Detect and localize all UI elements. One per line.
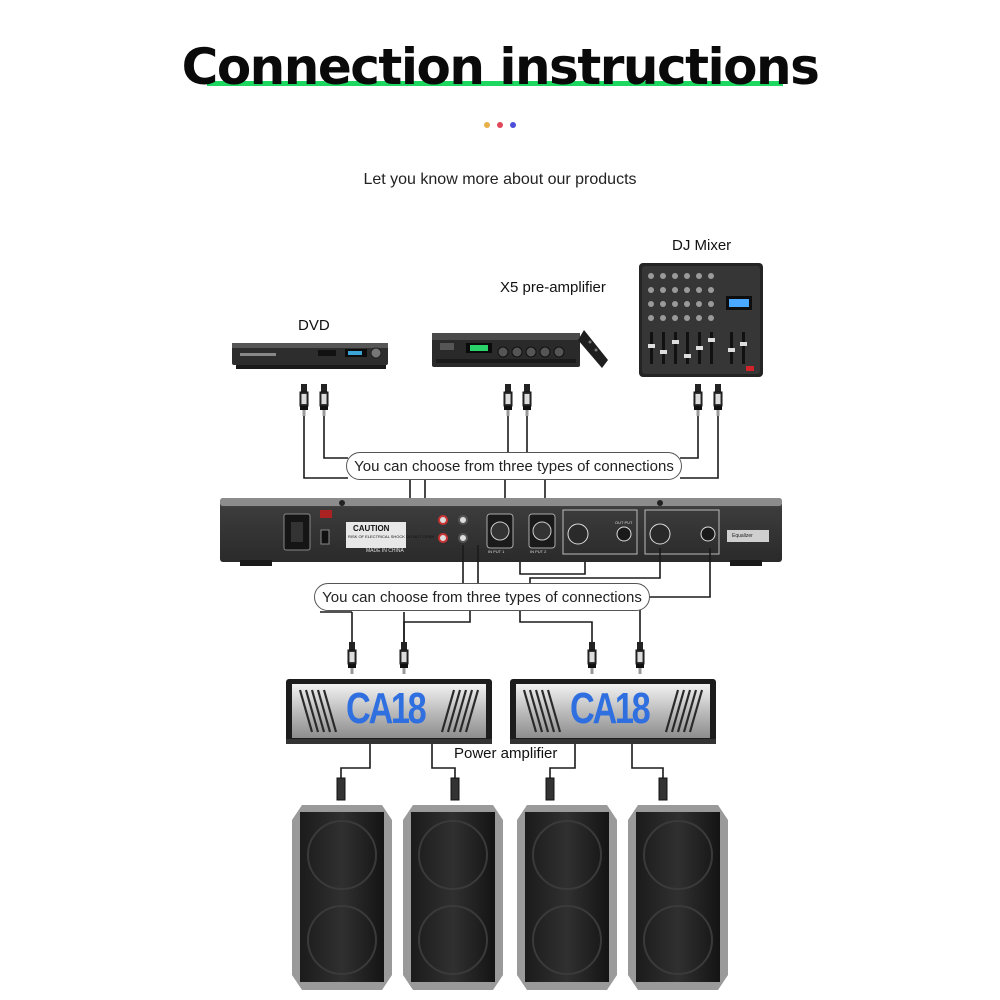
preamp-label: X5 pre-amplifier <box>500 279 606 296</box>
caution-label: CAUTION <box>353 524 390 533</box>
speaker-4 <box>628 805 728 990</box>
speaker-cables <box>340 744 664 780</box>
dj-mixer <box>639 263 763 377</box>
amplifier-2-model: CA18 <box>570 684 651 733</box>
speaker-1 <box>292 805 392 990</box>
speaker-2 <box>403 805 503 990</box>
source-rca-connectors <box>299 383 723 417</box>
amplifier-rca-connectors <box>347 641 645 675</box>
page-title: Connection instructions <box>181 38 820 96</box>
made-in-label: MADE IN CHINA <box>366 548 404 554</box>
amplifier-1-model: CA18 <box>346 684 427 733</box>
dvd-label: DVD <box>298 317 330 334</box>
decor-dot-blue <box>510 122 516 128</box>
decor-dot-red <box>497 122 503 128</box>
equalizer-rear-panel <box>220 498 782 566</box>
connection-note-bottom: You can choose from three types of conne… <box>314 583 650 611</box>
dvd-player <box>232 343 388 369</box>
brand-plate-label: Equalizer <box>732 533 753 539</box>
output-label: OUT PUT <box>615 520 633 525</box>
speaker-connectors <box>336 777 668 801</box>
title-underline <box>207 81 783 86</box>
x5-preamplifier <box>432 330 608 368</box>
power-amplifier-label: Power amplifier <box>452 745 560 762</box>
decor-dot-yellow <box>484 122 490 128</box>
caution-small-text: RISK OF ELECTRICAL SHOCK DO NOT OPEN <box>348 534 435 539</box>
source-cables <box>303 415 719 520</box>
power-amplifier-2 <box>510 679 716 744</box>
input-2-label: IN PUT 2 <box>530 549 547 554</box>
mixer-label: DJ Mixer <box>672 237 732 254</box>
speaker-3 <box>517 805 617 990</box>
power-amplifier-1 <box>286 679 492 744</box>
connection-note-top: You can choose from three types of conne… <box>346 452 682 480</box>
input-1-label: IN PUT 1 <box>488 549 505 554</box>
page-subtitle: Let you know more about our products <box>363 171 637 188</box>
